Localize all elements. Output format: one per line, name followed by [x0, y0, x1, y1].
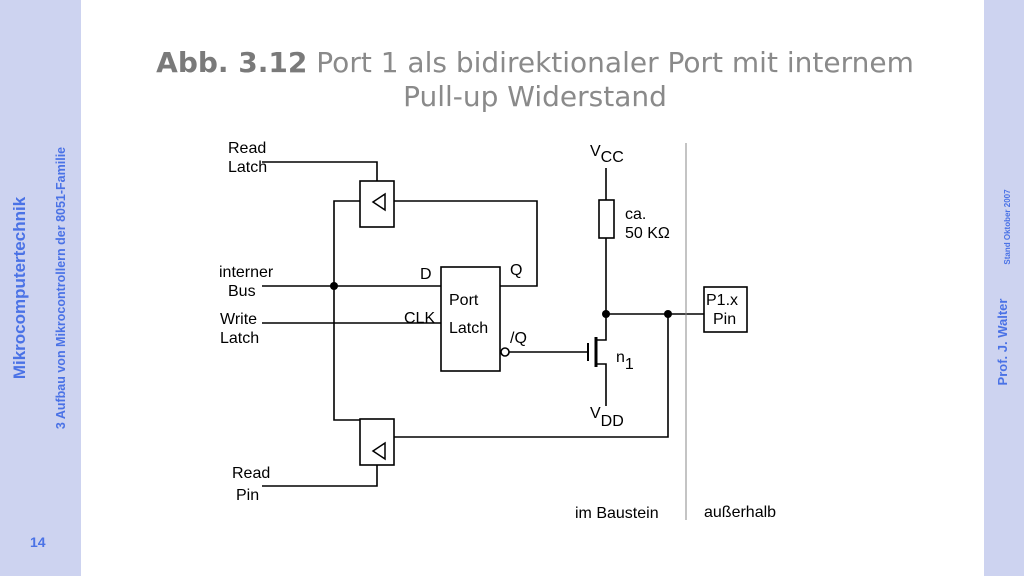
read-latch-buffer-output — [333, 200, 360, 421]
read-pin-buffer-triangle — [371, 441, 386, 461]
read-pin-wire — [262, 465, 378, 487]
transistor-main: n — [616, 349, 625, 366]
write-latch-label-2: Latch — [220, 330, 259, 347]
port-latch-box — [440, 266, 501, 372]
title-line-1: Port 1 als bidirektionaler Port mit inte… — [316, 46, 914, 79]
figure-label: Abb. 3.12 — [156, 46, 308, 79]
pin-feedback-wire — [394, 314, 669, 438]
drain-junction — [602, 310, 610, 318]
write-latch-label-1: Write — [220, 311, 257, 328]
transistor-source — [596, 363, 607, 406]
page-number: 14 — [30, 534, 46, 550]
transistor-sub: 1 — [625, 356, 634, 373]
resistor-label-1: ca. — [625, 206, 646, 223]
read-latch-buffer — [359, 180, 395, 228]
vdd-main: V — [590, 405, 601, 422]
read-pin-label-2: Pin — [236, 487, 259, 504]
resistor-label-2: 50 KΩ — [625, 225, 670, 242]
outside-chip-label: außerhalb — [704, 504, 776, 521]
title-line-2: Pull-up Widerstand — [403, 80, 667, 113]
read-latch-label-1: Read — [228, 140, 266, 157]
internal-bus-label-2: Bus — [228, 283, 256, 300]
vcc-main: V — [590, 143, 601, 160]
pin-box — [703, 286, 748, 333]
transistor-label: n1 — [616, 349, 634, 373]
internal-bus-label-1: interner — [219, 264, 274, 281]
right-sidebar-band — [984, 0, 1024, 576]
read-latch-wire — [262, 161, 378, 181]
inside-chip-label: im Baustein — [575, 505, 659, 522]
latch-nq-label: /Q — [510, 330, 527, 347]
vdd-sub: DD — [601, 413, 624, 430]
pin-box-label-1: P1.x — [706, 292, 738, 309]
vdd-label: VDD — [590, 405, 624, 430]
transistor-drain — [596, 314, 607, 341]
read-latch-buffer-triangle — [371, 192, 386, 212]
latch-q-label: Q — [510, 262, 522, 279]
latch-nq-bubble — [500, 347, 510, 357]
latch-name-2: Latch — [449, 320, 488, 337]
latch-q-feedback — [394, 200, 538, 287]
latch-name-1: Port — [449, 292, 479, 309]
vcc-sub: CC — [601, 149, 624, 166]
pullup-resistor — [598, 199, 615, 239]
vcc-label: VCC — [590, 143, 624, 166]
left-sidebar-band — [0, 0, 81, 576]
pin-box-label-2: Pin — [713, 311, 736, 328]
read-latch-label-2: Latch — [228, 159, 267, 176]
latch-d-label: D — [420, 266, 432, 283]
latch-clk-label: CLK — [404, 310, 435, 327]
read-pin-buffer — [359, 418, 395, 466]
slide-title: Abb. 3.12 Port 1 als bidirektionaler Por… — [100, 46, 970, 114]
pin-junction — [664, 310, 672, 318]
bus-junction — [330, 282, 338, 290]
read-pin-label-1: Read — [232, 465, 270, 482]
